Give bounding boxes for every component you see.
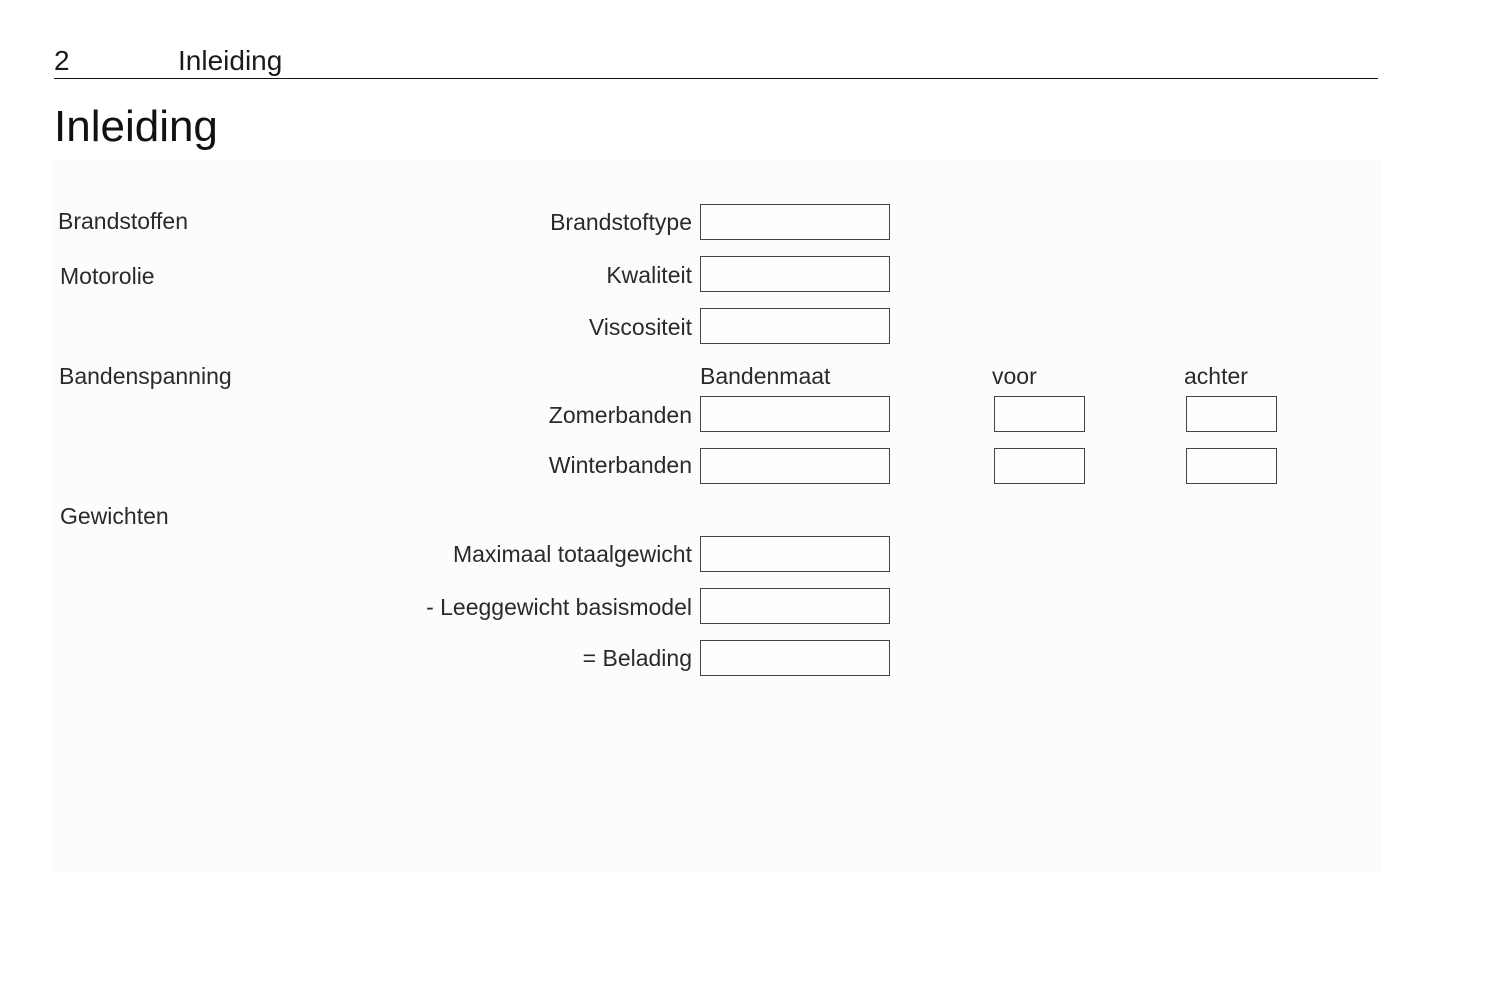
column-header-front: voor (992, 363, 1037, 389)
field-label-fuel-type: Brandstoftype (550, 209, 692, 235)
summer-tyre-rear-pressure-field[interactable] (1186, 396, 1277, 432)
vehicle-data-form: Brandstoffen Motorolie Bandenspanning Ge… (52, 160, 1382, 872)
page-title: Inleiding (54, 102, 218, 151)
section-label-engine-oil: Motorolie (60, 263, 155, 289)
field-label-summer-tyres: Zomerbanden (548, 402, 692, 428)
column-header-rear: achter (1184, 363, 1248, 389)
oil-viscosity-field[interactable] (700, 308, 890, 344)
winter-tyre-size-field[interactable] (700, 448, 890, 484)
field-label-winter-tyres: Winterbanden (548, 452, 692, 478)
load-field[interactable] (700, 640, 890, 676)
section-label-tyre-pressure: Bandenspanning (59, 363, 232, 389)
oil-quality-field[interactable] (700, 256, 890, 292)
empty-weight-field[interactable] (700, 588, 890, 624)
summer-tyre-size-field[interactable] (700, 396, 890, 432)
section-label-fuels: Brandstoffen (58, 208, 189, 234)
field-label-oil-quality: Kwaliteit (606, 262, 692, 288)
fuel-type-field[interactable] (700, 204, 890, 240)
field-label-max-total-weight: Maximaal totaalgewicht (452, 541, 692, 567)
winter-tyre-rear-pressure-field[interactable] (1186, 448, 1277, 484)
section-label-weights: Gewichten (60, 503, 169, 529)
running-header: 2 Inleiding (54, 44, 1378, 79)
header-section-name: Inleiding (178, 45, 283, 76)
field-label-oil-viscosity: Viscositeit (588, 314, 692, 340)
page-number: 2 (54, 45, 70, 76)
field-label-load: = Belading (582, 645, 692, 671)
column-header-tyre-size: Bandenmaat (700, 363, 831, 389)
max-total-weight-field[interactable] (700, 536, 890, 572)
winter-tyre-front-pressure-field[interactable] (994, 448, 1085, 484)
field-label-empty-weight: - Leeggewicht basismodel (426, 594, 692, 620)
summer-tyre-front-pressure-field[interactable] (994, 396, 1085, 432)
